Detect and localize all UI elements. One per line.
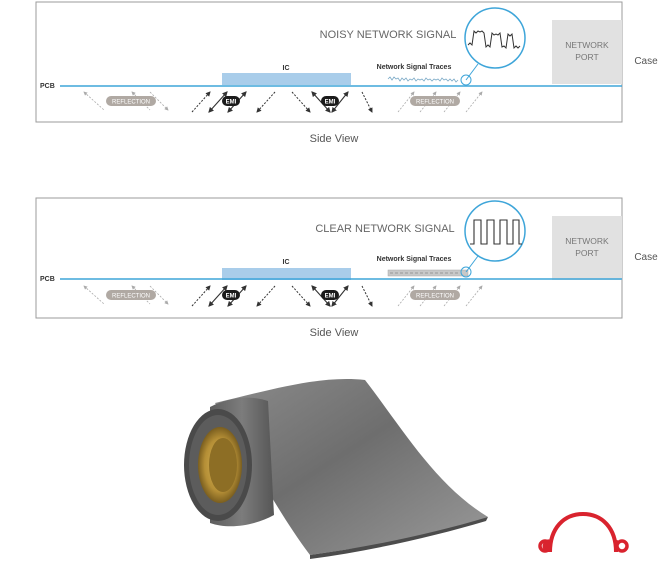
network-port-label: PORT <box>575 52 598 62</box>
tape-sheet <box>215 379 488 555</box>
clean-square-waveform <box>470 219 522 245</box>
reflection-arrow <box>131 285 151 305</box>
reflection-badge <box>106 96 156 106</box>
reflection-arrow <box>465 91 483 113</box>
noisy-waveform <box>467 29 521 50</box>
pcb-label: PCB <box>40 83 55 90</box>
ic-chip <box>222 268 351 280</box>
reflection-arrow <box>149 285 169 305</box>
ic-label: IC <box>283 259 290 266</box>
emi-arrow <box>331 91 349 113</box>
ic-chip <box>222 73 351 85</box>
network-port-box <box>552 20 622 84</box>
emi-arrow <box>311 91 331 113</box>
magnifier-target <box>460 74 472 86</box>
reflection-arrow <box>419 91 437 113</box>
emi-arrow <box>291 91 311 113</box>
magnifier-target <box>460 266 472 278</box>
network-port-label: NETWORK <box>565 236 609 246</box>
reflection-label: REFLECTION <box>416 100 454 106</box>
reflection-badge <box>410 96 460 106</box>
reflection-badge <box>106 290 156 300</box>
logo-right-dot <box>615 539 629 553</box>
reflection-arrow <box>443 285 461 307</box>
emi-label: EMI <box>325 100 336 106</box>
side-view-caption: Side View <box>309 133 359 145</box>
tape-sheet-shadow <box>310 517 488 559</box>
case-label: Case <box>634 56 658 67</box>
noisy-trace-squiggle <box>387 76 459 83</box>
reflection-arrow <box>397 285 415 307</box>
signal-label: NOISY NETWORK SIGNAL <box>320 29 457 41</box>
side-view-caption: Side View <box>309 327 359 339</box>
network-port-box <box>552 216 622 280</box>
emi-arrow <box>208 285 228 307</box>
emi-label: EMI <box>226 294 237 300</box>
shielding-tape-roll-image <box>184 379 488 559</box>
reflection-arrow <box>465 285 483 307</box>
emi-arrow <box>311 285 331 307</box>
reflection-label: REFLECTION <box>416 294 454 300</box>
network-port-label: PORT <box>575 248 598 258</box>
emi-arrow <box>291 285 311 307</box>
ic-label: IC <box>283 65 290 72</box>
reflection-arrow <box>443 91 461 113</box>
emi-badge <box>222 290 240 300</box>
emi-badge <box>222 96 240 106</box>
network-signal-traces-label: Network Signal Traces <box>377 256 452 263</box>
logo-arc <box>548 511 618 553</box>
emi-arrow <box>208 91 228 113</box>
reflection-arrow <box>83 91 105 111</box>
signal-magnifier <box>464 7 526 69</box>
reflection-arrow <box>83 285 105 305</box>
pcb-label: PCB <box>40 276 55 283</box>
emi-label: EMI <box>226 100 237 106</box>
logo-left-dot <box>538 539 552 553</box>
headphones-logo-icon <box>538 511 629 553</box>
emi-badge <box>321 96 339 106</box>
reflection-label: REFLECTION <box>112 100 150 106</box>
emi-arrow <box>191 91 211 113</box>
emi-arrow <box>361 91 373 113</box>
emi-arrow <box>331 285 349 307</box>
emi-label: EMI <box>325 294 336 300</box>
reflection-arrow <box>131 91 151 111</box>
network-signal-traces-label: Network Signal Traces <box>377 64 452 71</box>
emi-arrow <box>361 285 373 307</box>
signal-magnifier <box>464 200 526 262</box>
reflection-arrow <box>419 285 437 307</box>
emi-arrow <box>191 285 211 307</box>
diagram-clear: NETWORK PORT CLEAR NETWORK SIGNAL IC Net… <box>0 196 668 339</box>
diagram-noisy: NETWORK PORT NOISY NETWORK SIGNAL IC Net… <box>0 0 668 145</box>
reflection-arrow <box>149 91 169 111</box>
signal-label: CLEAR NETWORK SIGNAL <box>315 223 454 235</box>
reflection-badge <box>410 290 460 300</box>
magnifier-connector <box>465 63 479 81</box>
magnifier-connector <box>465 255 479 273</box>
reflection-arrow <box>397 91 415 113</box>
case-label: Case <box>634 252 658 263</box>
emi-arrow <box>256 91 276 113</box>
emi-badge <box>321 290 339 300</box>
reflection-label: REFLECTION <box>112 294 150 300</box>
tape-roll-core-hole <box>209 438 237 492</box>
emi-arrow <box>256 285 276 307</box>
network-port-label: NETWORK <box>565 40 609 50</box>
